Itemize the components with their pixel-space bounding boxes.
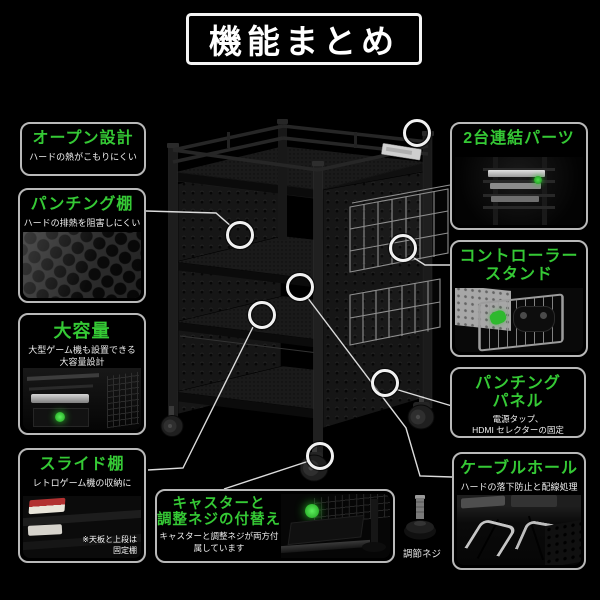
- callout-desc: ハードの排熱を阻害しにくい: [23, 217, 141, 228]
- large-capacity-photo: [23, 368, 141, 430]
- connector-punching-shelf: [145, 210, 233, 228]
- callout-punching-shelf: パンチング棚 ハードの排熱を阻害しにくい: [18, 188, 146, 303]
- callout-controller-stand: コントローラー スタンド: [450, 240, 588, 357]
- callout-caster-swap: キャスターと 調整ネジの付替え キャスターと調整ネジが両方付 属しています: [155, 489, 395, 563]
- brand-sticker: [381, 143, 422, 161]
- callout-title: オープン設計: [32, 130, 134, 147]
- callout-desc: キャスターと調整ネジが両方付 属しています: [159, 531, 279, 553]
- callout-desc: ハードの熱がこもりにくい: [29, 151, 137, 162]
- callout-desc: レトロゲーム機の収納に: [32, 477, 132, 488]
- perforated-metal-texture: [23, 232, 141, 298]
- callout-title: キャスターと 調整ネジの付替え: [157, 496, 281, 529]
- game-controller-silhouette: [512, 305, 555, 332]
- punching-shelf-photo: [23, 232, 141, 298]
- callout-large-capacity: 大容量 大型ゲーム機も設置できる 大容量設計: [18, 313, 146, 435]
- connector-controller-stand: [410, 255, 450, 266]
- linking-parts-photo: [455, 157, 583, 225]
- console-silhouette: [488, 169, 545, 177]
- connector-cable-hole: [306, 296, 453, 478]
- feature-markers: [224, 117, 433, 472]
- marker-punching-shelf: [226, 221, 254, 249]
- caster-swap-photo: [281, 494, 390, 558]
- console-silhouette: [31, 394, 89, 403]
- callout-connector-lines: [145, 210, 453, 490]
- callout-desc: 電源タップ、 HDMI セレクターの固定: [472, 413, 564, 436]
- retro-console-silhouette: [28, 497, 66, 515]
- console-silhouette: [490, 196, 540, 203]
- marker-linking-parts: [403, 119, 431, 147]
- slide-shelf-photo: ※天板と上段は 固定棚: [23, 496, 141, 558]
- callout-title: パンチング パネル: [475, 375, 561, 410]
- adjuster-foot: [362, 542, 386, 552]
- wire-bracket: [464, 518, 518, 557]
- connector-caster: [223, 460, 310, 490]
- marker-punching-panel: [371, 369, 399, 397]
- marker-caster: [306, 442, 334, 470]
- callout-title: 2台連結パーツ: [463, 130, 575, 147]
- callout-desc: 大型ゲーム機も設置できる 大容量設計: [28, 345, 136, 368]
- cart-leg: [371, 499, 378, 545]
- perforated-panel-texture: [545, 519, 581, 565]
- callout-open-design: オープン設計 ハードの熱がこもりにくい: [20, 122, 146, 176]
- console-with-green-logo: [33, 408, 89, 427]
- marker-slide-shelf: [248, 301, 276, 329]
- callout-punching-panel: パンチング パネル 電源タップ、 HDMI セレクターの固定: [450, 367, 586, 438]
- callout-linking-parts: 2台連結パーツ: [450, 122, 588, 230]
- callout-cable-hole: ケーブルホール ハードの落下防止と配線処理: [452, 452, 586, 570]
- page-title: 機能まとめ: [209, 23, 399, 60]
- retro-console-silhouette: [27, 524, 63, 536]
- adjuster-screw-illustration: [404, 495, 436, 540]
- callout-title: 大容量: [53, 321, 111, 341]
- connector-punching-panel: [394, 388, 453, 407]
- callout-title: コントローラー スタンド: [459, 248, 579, 283]
- callout-desc: ハードの落下防止と配線処理: [460, 481, 578, 492]
- cable-hole-photo: [457, 495, 581, 565]
- connector-slide-shelf: [147, 326, 254, 471]
- controller-stand-photo: [455, 288, 583, 352]
- console-silhouette: [489, 182, 541, 189]
- callout-title: スライド棚: [39, 456, 125, 473]
- marker-cable-hole: [286, 273, 314, 301]
- callout-title: ケーブルホール: [459, 460, 579, 477]
- marker-controller-stand: [389, 234, 417, 262]
- page-title-box: 機能まとめ: [186, 13, 422, 65]
- controller-baskets: [349, 184, 451, 346]
- fixed-shelf-note: ※天板と上段は 固定棚: [82, 535, 137, 555]
- adjuster-label: 調節ネジ: [402, 549, 441, 560]
- callout-title: パンチング棚: [30, 196, 134, 213]
- callout-slide-shelf: スライド棚 レトロゲーム機の収納に ※天板と上段は 固定棚: [18, 448, 146, 563]
